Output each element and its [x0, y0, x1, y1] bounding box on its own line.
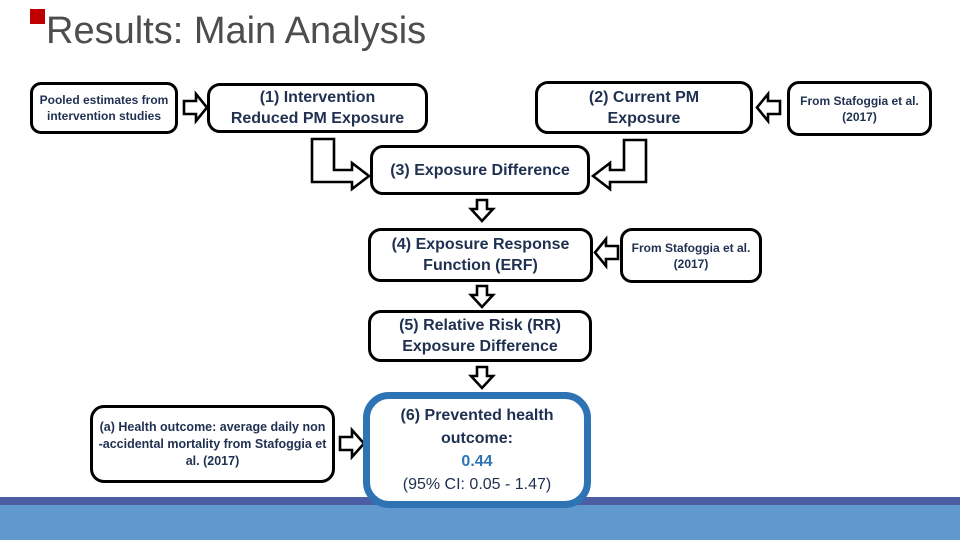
arrow-down-icon [468, 284, 496, 309]
box-text-line: outcome: [441, 430, 513, 447]
box-text-line: (a) Health outcome: average daily non [99, 419, 326, 434]
accent-square [30, 9, 45, 24]
box-text-line: From Stafoggia et al. [631, 240, 751, 255]
confidence-interval: (95% CI: 0.05 - 1.47) [402, 476, 552, 493]
box-stafoggia-source-top: From Stafoggia et al. (2017) [787, 81, 932, 136]
arrow-down-icon [468, 198, 496, 223]
arrow-right-icon [182, 90, 209, 125]
page-title: Results: Main Analysis [46, 10, 427, 52]
arrow-down-icon [468, 365, 496, 390]
box-3-exposure-difference: (3) Exposure Difference [370, 145, 590, 195]
box-text-line: Function (ERF) [423, 257, 538, 274]
box-pooled-estimates: Pooled estimates from intervention studi… [30, 82, 178, 134]
box-6-prevented-outcome: (6) Prevented health outcome: 0.44 (95% … [363, 392, 591, 508]
arrow-left-icon [755, 90, 782, 125]
box-a-health-outcome: (a) Health outcome: average daily non -a… [90, 405, 335, 483]
box-stafoggia-source-mid: From Stafoggia et al. (2017) [620, 228, 762, 283]
box-text-line: (3) Exposure Difference [390, 161, 570, 179]
elbow-arrow-down-left-icon [590, 138, 648, 192]
box-text-line: intervention studies [46, 109, 162, 123]
box-text-line: (2017) [842, 109, 877, 124]
box-text-line: Pooled estimates from [39, 93, 169, 107]
box-text-line: (2) Current PM [588, 88, 700, 106]
box-text-line: (6) Prevented health [400, 407, 554, 424]
box-text-line: -accidental mortality from Stafoggia et [98, 436, 327, 451]
box-text-line: From Stafoggia et al. [800, 93, 919, 108]
box-text-line: (4) Exposure Response [391, 236, 570, 253]
box-text-line: (1) Intervention [259, 89, 376, 106]
arrow-right-icon [338, 426, 366, 461]
result-value: 0.44 [461, 453, 493, 470]
box-5-relative-risk: (5) Relative Risk (RR) Exposure Differen… [368, 310, 592, 362]
box-text-line: al. (2017) [185, 453, 240, 468]
box-text-line: Exposure Difference [402, 338, 558, 355]
box-1-intervention: (1) Intervention Reduced PM Exposure [207, 83, 428, 133]
box-4-erf: (4) Exposure Response Function (ERF) [368, 228, 593, 282]
box-2-current-pm: (2) Current PM Exposure [535, 81, 753, 134]
box-text-line: (2017) [673, 256, 709, 271]
box-text-line: Exposure [607, 109, 681, 127]
arrow-left-icon [593, 235, 620, 270]
elbow-arrow-down-right-icon [310, 137, 372, 192]
footer-band [0, 505, 960, 540]
box-text-line: (5) Relative Risk (RR) [399, 317, 561, 334]
box-text-line: Reduced PM Exposure [230, 110, 405, 127]
